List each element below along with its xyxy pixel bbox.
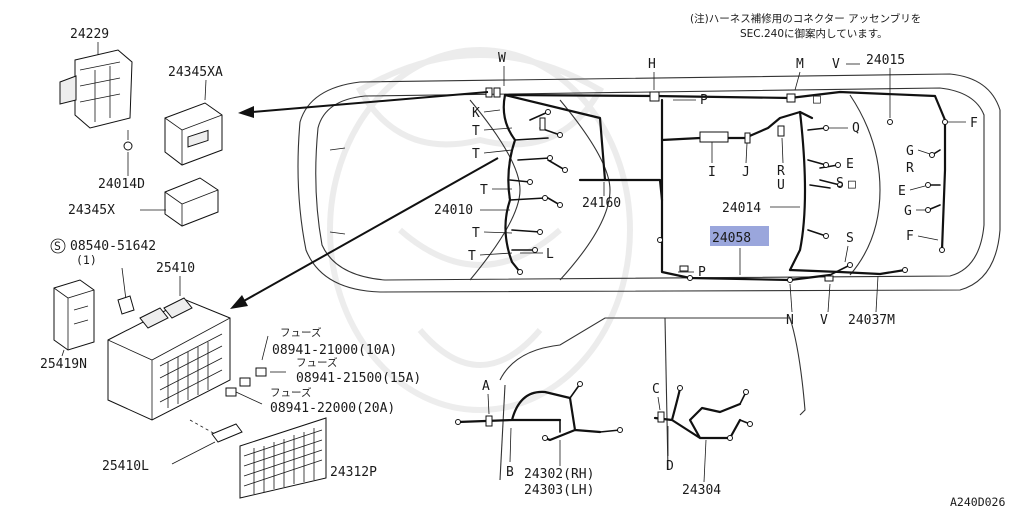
label-25410: 25410 — [156, 261, 195, 276]
callout-c: C — [652, 382, 660, 397]
callout-p-top: P — [700, 93, 708, 108]
highlight-24058 — [710, 226, 769, 246]
callout-j: J — [742, 165, 750, 180]
label-24302: 24302(RH) — [524, 467, 594, 482]
callout-i: I — [708, 165, 716, 180]
callout-r-center: R — [777, 164, 785, 179]
callout-v-bottom: V — [820, 313, 828, 328]
harness-connectors — [485, 87, 948, 283]
callout-t-4: T — [472, 226, 480, 241]
callout-h: H — [648, 57, 656, 72]
callout-t-1: T — [472, 124, 480, 139]
callout-l: L — [546, 247, 554, 262]
circle-s-letter: S — [54, 239, 61, 253]
label-24014: 24014 — [722, 201, 761, 216]
label-24345x: 24345X — [68, 203, 115, 218]
main-harness-callouts: W K T T T 24010 T T L H P M □ V 24015 F … — [434, 51, 978, 328]
callout-d: D — [666, 459, 674, 474]
door-harness-section: A B C D 24302(RH) 24303(LH) 24304 — [455, 317, 806, 498]
main-harness — [502, 90, 947, 282]
relay-24345xa: 24345XA — [164, 65, 223, 166]
callout-b: B — [506, 465, 514, 480]
label-24058: 24058 — [712, 231, 751, 246]
label-screw-qty: (1) — [76, 253, 97, 267]
callout-p-bottom: P — [698, 265, 706, 280]
fuse-label-2: フューズ — [296, 356, 337, 369]
label-fuse-20a: 08941-22000(20A) — [270, 401, 395, 416]
label-24010: 24010 — [434, 203, 473, 218]
label-25410l: 25410L — [102, 459, 149, 474]
callout-s-center: S — [836, 176, 844, 191]
diagram-code: A240D026 — [950, 495, 1005, 509]
callout-box-2: □ — [848, 177, 856, 192]
callout-e-center: E — [846, 157, 854, 172]
circle-s-symbol — [50, 238, 66, 254]
callout-t-5: T — [468, 249, 476, 264]
label-25419n: 25419N — [40, 357, 87, 372]
label-24037m: 24037M — [848, 313, 895, 328]
car-body-outline — [297, 73, 1001, 293]
callout-q: Q — [852, 121, 860, 136]
label-24014d: 24014D — [98, 177, 145, 192]
note-line-2: SEC.240に御案内しています。 — [740, 27, 888, 40]
fuse-label-1: フューズ — [280, 326, 321, 339]
watermark-emblem — [327, 47, 633, 413]
label-24015: 24015 — [866, 53, 905, 68]
label-fuse-10a: 08941-21000(10A) — [272, 343, 397, 358]
callout-w: W — [498, 51, 506, 66]
callout-r-right: R — [906, 161, 914, 176]
label-24229: 24229 — [70, 27, 109, 42]
callout-f-2: F — [906, 229, 914, 244]
callout-e-right: E — [898, 184, 906, 199]
callout-g-1: G — [906, 144, 914, 159]
label-24304: 24304 — [682, 483, 721, 498]
label-fuse-15a: 08941-21500(15A) — [296, 371, 421, 386]
label-24160: 24160 — [582, 196, 621, 211]
callout-s-right: S — [846, 231, 854, 246]
label-screw: 08540-51642 — [70, 239, 156, 254]
callout-a: A — [482, 379, 490, 394]
callout-f-1: F — [970, 116, 978, 131]
callout-k: K — [472, 106, 480, 121]
pointer-arrows — [230, 91, 499, 309]
callout-v-top: V — [832, 57, 840, 72]
label-sheet-24312p: 24312P — [239, 417, 377, 499]
callout-t-2: T — [472, 147, 480, 162]
label-24303: 24303(LH) — [524, 483, 594, 498]
fuse-label-3: フューズ — [270, 386, 311, 399]
callout-t-3: T — [480, 183, 488, 198]
note-line-1: (注)ハーネス補修用のコネクター アッセンブリを — [690, 12, 921, 25]
label-24312p: 24312P — [330, 465, 377, 480]
callout-m: M — [796, 57, 804, 72]
callout-g-2: G — [904, 204, 912, 219]
relay-bracket-24229: 24229 — [59, 27, 133, 151]
label-24345xa: 24345XA — [168, 65, 223, 80]
callout-u: U — [777, 178, 785, 193]
callout-n: N — [786, 313, 794, 328]
fuse-box-assembly: S 08540-51642 (1) 25410 25419N 25410L フュ… — [40, 238, 421, 474]
callout-box-1: □ — [813, 92, 821, 107]
relay-24345x: 24014D 24345X — [68, 152, 219, 227]
